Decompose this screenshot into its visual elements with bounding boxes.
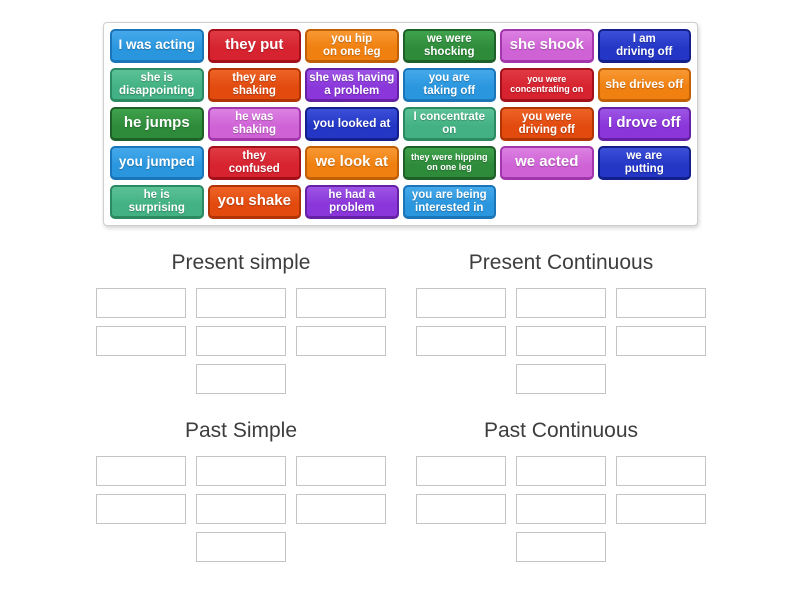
word-tile[interactable]: they are shaking (207, 68, 301, 102)
word-tile[interactable]: I drove off (597, 107, 691, 141)
word-tile[interactable]: you were concentrating on (500, 68, 594, 102)
word-tile[interactable]: she shook (500, 29, 594, 63)
word-tile[interactable]: we acted (500, 146, 594, 180)
word-tile[interactable]: he is surprising (110, 185, 204, 219)
answer-slot[interactable] (516, 494, 606, 524)
word-tile[interactable]: we look at (305, 146, 399, 180)
group-present-simple: Present simple (96, 250, 386, 394)
answer-slot[interactable] (196, 456, 286, 486)
slot-grid (416, 288, 706, 394)
word-tile[interactable]: we are putting (597, 146, 691, 180)
answer-slot[interactable] (516, 326, 606, 356)
word-tile[interactable]: you looked at (305, 107, 399, 141)
slot-grid (96, 456, 386, 562)
word-tile[interactable]: you are being interested in (402, 185, 496, 219)
group-title: Present Continuous (468, 251, 654, 274)
answer-slot[interactable] (516, 532, 606, 562)
answer-slot[interactable] (196, 364, 286, 394)
word-tile[interactable]: I concentrate on (402, 107, 496, 141)
answer-slot[interactable] (296, 494, 386, 524)
word-tile[interactable]: you shake (207, 185, 301, 219)
slot-grid (416, 456, 706, 562)
answer-slot[interactable] (196, 532, 286, 562)
answer-slot[interactable] (516, 364, 606, 394)
answer-slot[interactable] (616, 288, 706, 318)
group-title: Present simple (171, 251, 311, 274)
answer-slot[interactable] (196, 494, 286, 524)
word-tile[interactable]: I was acting (110, 29, 204, 63)
answer-slot[interactable] (616, 326, 706, 356)
word-tile[interactable]: you hip on one leg (305, 29, 399, 63)
word-tile[interactable]: they put (207, 29, 301, 63)
slot-grid (96, 288, 386, 394)
answer-slot[interactable] (96, 326, 186, 356)
answer-slot[interactable] (416, 288, 506, 318)
group-title: Past Continuous (483, 419, 639, 442)
word-tile[interactable]: you were driving off (500, 107, 594, 141)
word-tile[interactable]: they were hipping on one leg (402, 146, 496, 180)
answer-slot[interactable] (296, 456, 386, 486)
answer-slot[interactable] (416, 326, 506, 356)
answer-slot[interactable] (196, 288, 286, 318)
word-tile[interactable]: we were shocking (402, 29, 496, 63)
group-past-simple: Past Simple (96, 418, 386, 562)
word-tile[interactable]: you jumped (110, 146, 204, 180)
answer-slot[interactable] (96, 288, 186, 318)
answer-slot[interactable] (196, 326, 286, 356)
answer-slot[interactable] (616, 494, 706, 524)
word-tile[interactable]: he jumps (110, 107, 204, 141)
group-title: Past Simple (184, 419, 298, 442)
answer-slot[interactable] (96, 494, 186, 524)
group-present-continuous: Present Continuous (416, 250, 706, 394)
word-tile[interactable]: I am driving off (597, 29, 691, 63)
group-past-continuous: Past Continuous (416, 418, 706, 562)
word-tile[interactable]: she drives off (597, 68, 691, 102)
word-tile[interactable]: she is disappointing (110, 68, 204, 102)
answer-slot[interactable] (416, 494, 506, 524)
answer-slot[interactable] (96, 456, 186, 486)
word-tile[interactable]: you are taking off (402, 68, 496, 102)
word-tile[interactable]: he was shaking (207, 107, 301, 141)
word-tile[interactable]: he had a problem (305, 185, 399, 219)
answer-slot[interactable] (516, 288, 606, 318)
answer-slot[interactable] (296, 326, 386, 356)
answer-slot[interactable] (416, 456, 506, 486)
answer-slot[interactable] (296, 288, 386, 318)
word-tile[interactable]: she was having a problem (305, 68, 399, 102)
answer-slot[interactable] (516, 456, 606, 486)
word-tile[interactable]: they confused (207, 146, 301, 180)
answer-slot[interactable] (616, 456, 706, 486)
